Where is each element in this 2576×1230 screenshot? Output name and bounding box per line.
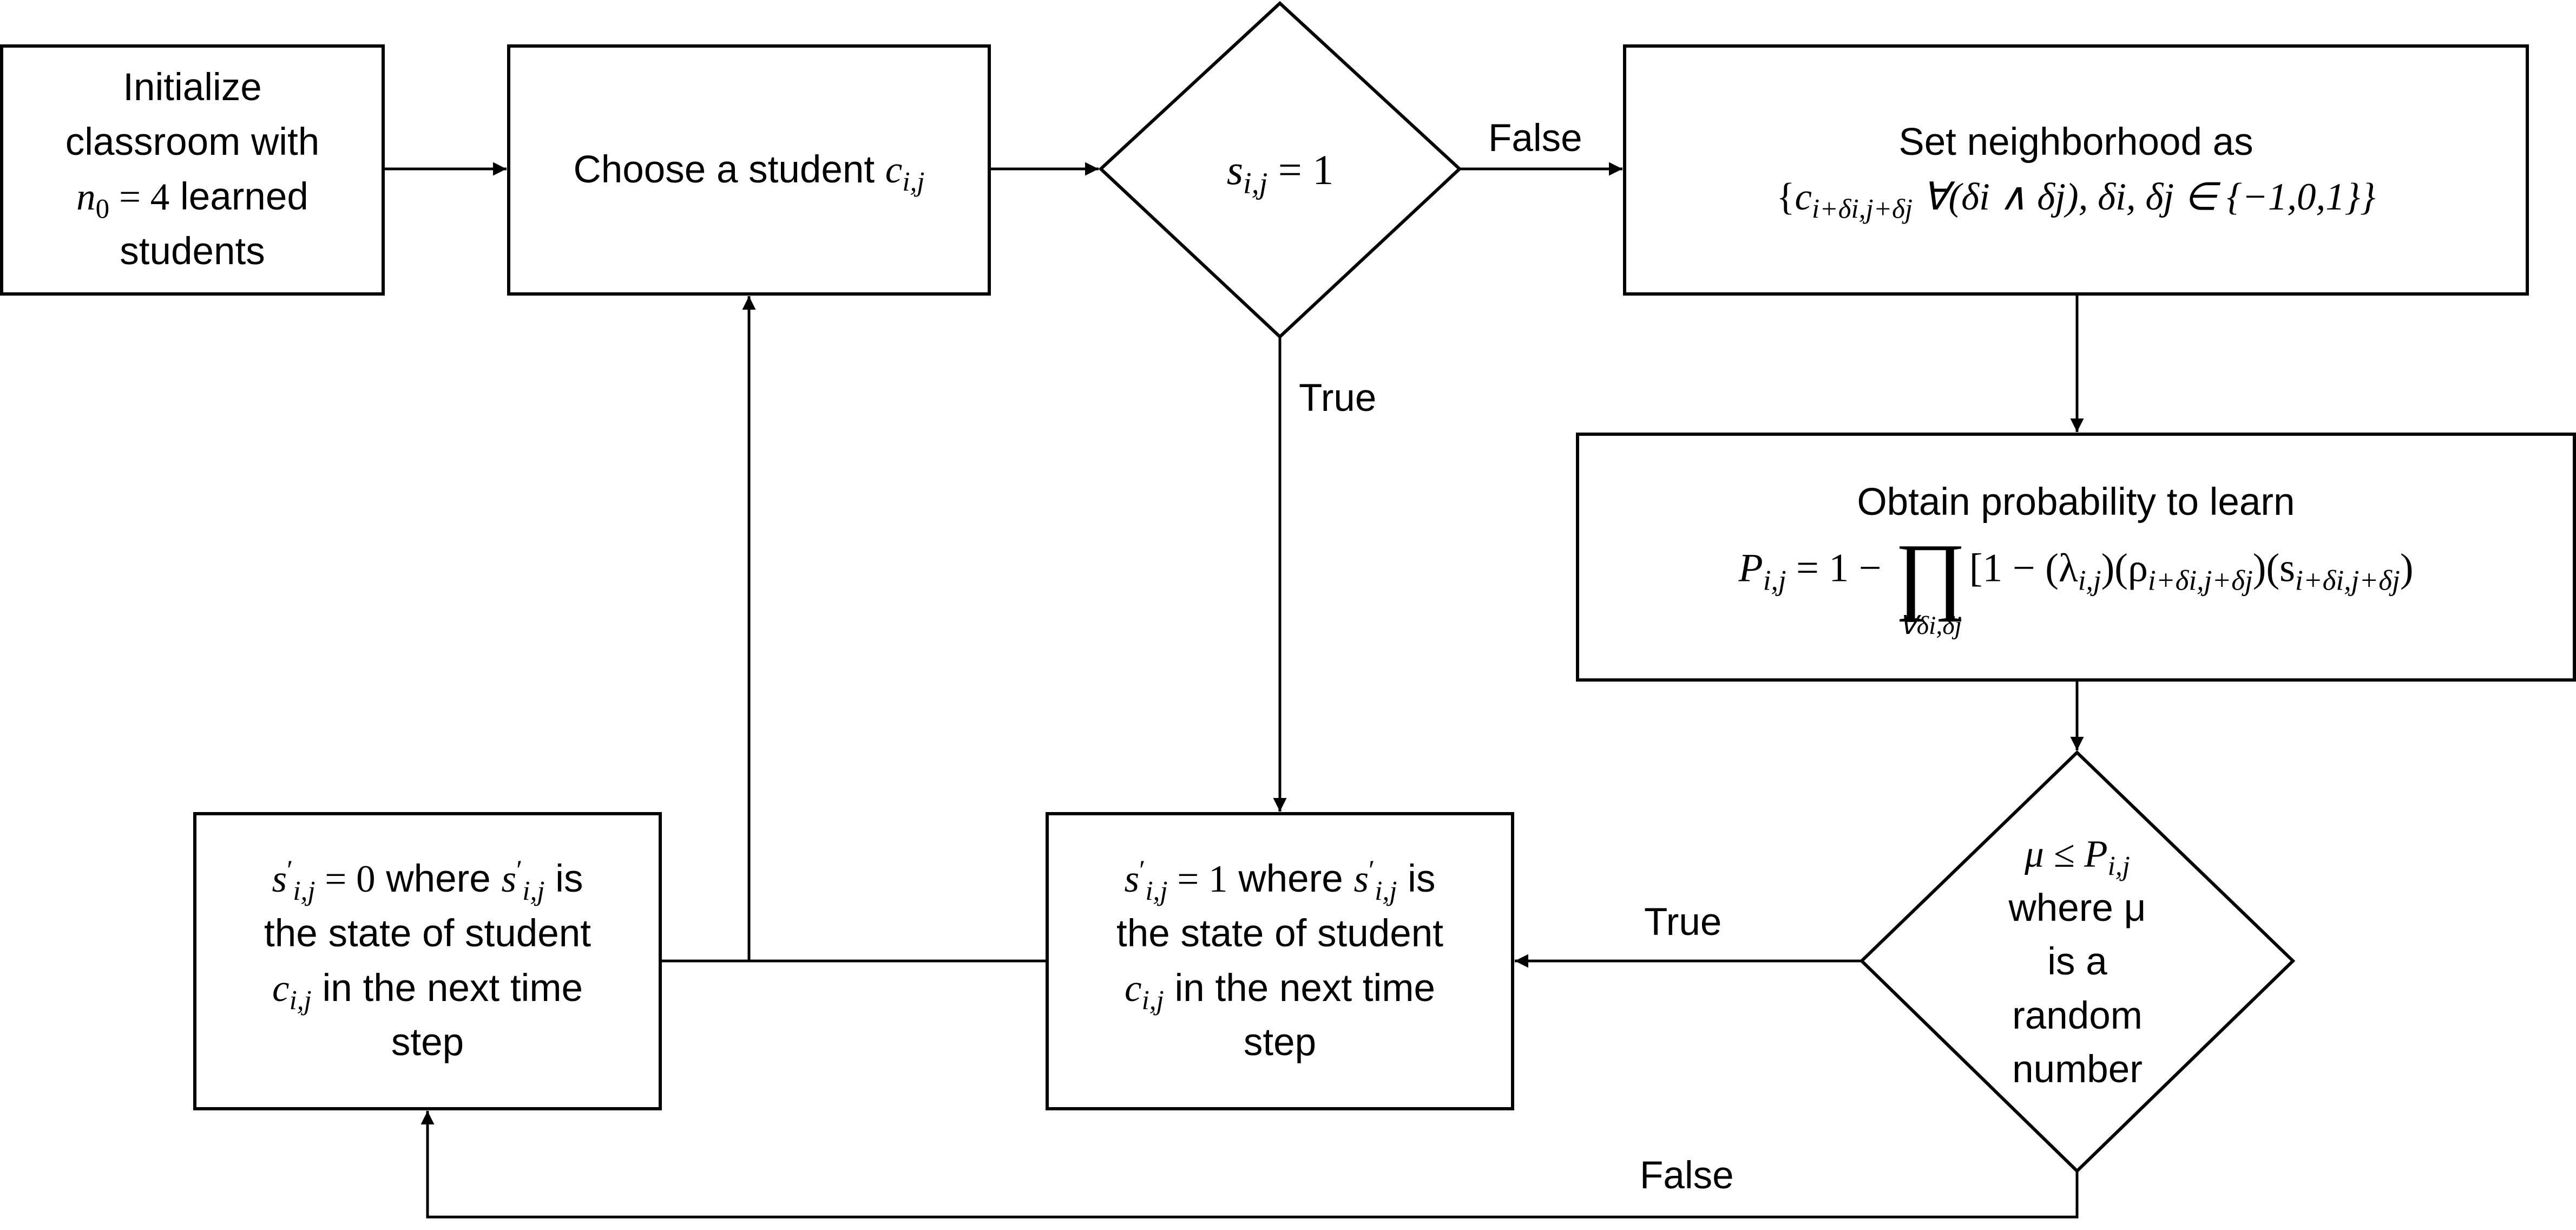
- init-line2: classroom with: [65, 121, 320, 164]
- init-node: Initialize classroom with n0 = 4 learned…: [2, 46, 383, 294]
- init-line3: n0 = 4 learned: [76, 175, 308, 225]
- learned-line4: step: [1243, 1021, 1317, 1064]
- decision2-line2: where μ: [2008, 886, 2146, 930]
- decision2-line5: number: [2012, 1048, 2143, 1091]
- edge-decision2-false: [420, 1111, 2079, 1219]
- edge-label-decision1-false: False: [1488, 117, 1582, 160]
- choose-label: Choose a student ci,j: [573, 148, 925, 197]
- not-learned-line1: s′i,j = 0 where s′i,j is: [272, 854, 583, 907]
- decision2-line4: random: [2012, 994, 2143, 1037]
- not-learned-line4: step: [391, 1021, 464, 1064]
- neighborhood-formula: {ci+δi,j+δj ∀(δi ∧ δj), δi, δj ∈ {−1,0,1…: [1776, 176, 2376, 225]
- probability-line1: Obtain probability to learn: [1857, 480, 2295, 524]
- init-line4: students: [120, 230, 265, 273]
- neighborhood-box: [1623, 44, 2529, 296]
- not-learned-box: [193, 812, 662, 1110]
- probability-formula: Pi,j = 1 − ∏∀δi,δj[1 − (λi,j)(ρi+δi,j+δj…: [1738, 526, 2414, 640]
- product-operator: ∏∀δi,δj: [1895, 526, 1966, 640]
- learned-line1: s′i,j = 1 where s′i,j is: [1124, 854, 1436, 907]
- decision1-condition: si,j = 1: [1226, 146, 1334, 200]
- learned-line3: ci,j in the next time: [1125, 966, 1435, 1016]
- not-learned-line2: the state of student: [264, 912, 591, 955]
- choose-node: Choose a student ci,j: [509, 46, 989, 294]
- decision2-line1: μ ≤ Pi,j: [2025, 833, 2130, 881]
- decision2-node: μ ≤ Pi,j where μ is a random number: [1862, 753, 2293, 1171]
- probability-box: [1576, 433, 2576, 682]
- neighborhood-line1: Set neighborhood as: [1898, 121, 2253, 164]
- edge-label-decision1-true: True: [1299, 377, 1377, 420]
- learned-node: s′i,j = 1 where s′i,j is the state of st…: [1047, 814, 1513, 1109]
- not-learned-node: s′i,j = 0 where s′i,j is the state of st…: [195, 814, 660, 1109]
- decision1-node: si,j = 1: [1101, 3, 1460, 337]
- decision2-line3: is a: [2047, 940, 2107, 984]
- neighborhood-node: Set neighborhood as {ci+δi,j+δj ∀(δi ∧ δ…: [1625, 46, 2527, 294]
- learned-line2: the state of student: [1116, 912, 1443, 955]
- edge-label-decision2-true: True: [1644, 901, 1722, 944]
- choose-box: [507, 44, 991, 296]
- probability-node: Obtain probability to learn Pi,j = 1 − ∏…: [1578, 434, 2574, 680]
- not-learned-line3: ci,j in the next time: [272, 966, 583, 1016]
- init-box: [0, 44, 385, 296]
- edge-label-decision2-false: False: [1640, 1154, 1734, 1197]
- init-line1: Initialize: [123, 66, 262, 109]
